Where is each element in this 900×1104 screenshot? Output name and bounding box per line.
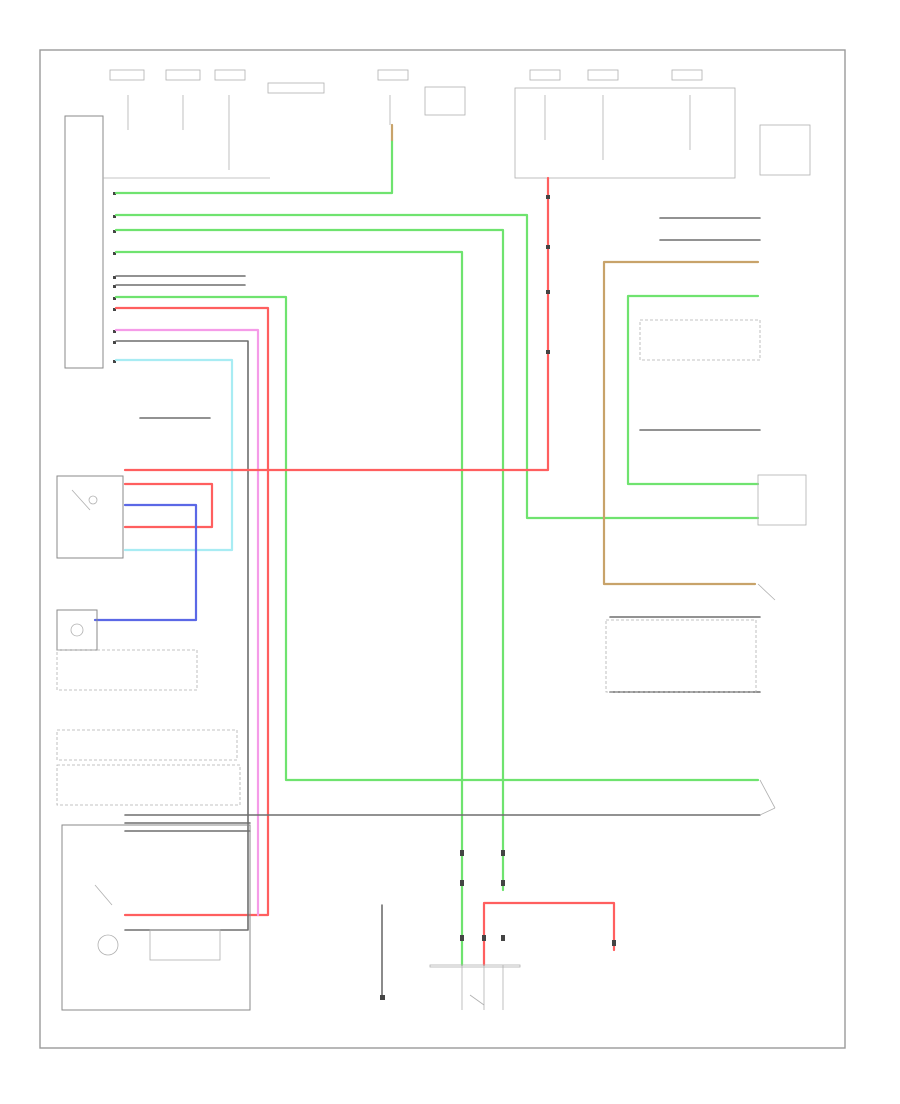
fuel-pump-relay	[56, 475, 124, 559]
wire-green-3	[114, 228, 505, 892]
wire-red-3	[123, 482, 214, 529]
right-components	[605, 124, 811, 816]
bottom-connector	[380, 964, 521, 1010]
wire-green-2	[114, 213, 760, 520]
wire-green-1	[114, 138, 394, 195]
diagram-frame	[39, 49, 846, 1049]
wire-green-right	[626, 294, 760, 486]
wire-green-4	[114, 250, 464, 967]
dashed-box-1	[56, 649, 198, 691]
wire-lightblue-1	[114, 358, 234, 552]
wire-red-1	[114, 306, 270, 917]
wire-green-5	[114, 295, 760, 782]
lower-left-assembly	[61, 824, 251, 1011]
dashed-box-2	[56, 729, 238, 761]
top-fuse-headers	[109, 69, 736, 179]
wire-tan-right	[602, 260, 760, 586]
wire-red-bottom	[482, 901, 616, 967]
wire-red-2	[123, 176, 550, 472]
wire-pink-1	[114, 328, 260, 917]
body-ecu	[64, 115, 270, 369]
wire-blue-1	[93, 503, 198, 622]
wire-gray-3	[115, 340, 249, 931]
fuel-pump-assembly	[56, 609, 98, 651]
dashed-box-3	[56, 764, 241, 806]
connector-marks	[460, 195, 616, 946]
